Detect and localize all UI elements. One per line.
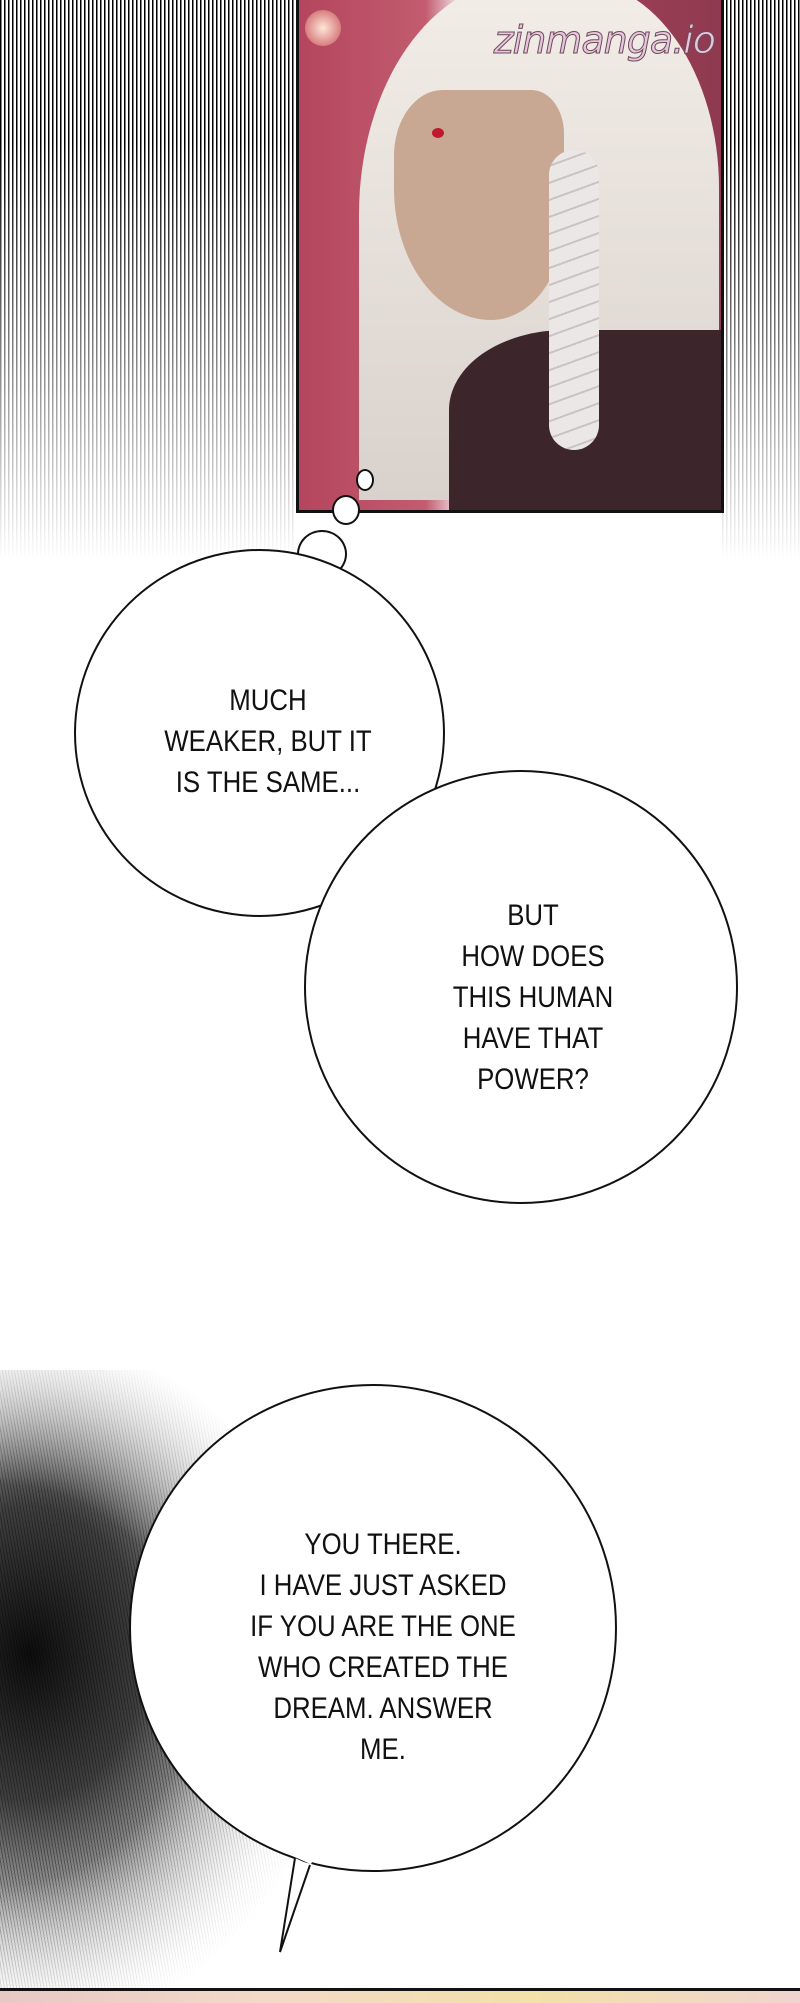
next-panel-edge (0, 1988, 800, 2003)
speech-bubble-3-tail (279, 1857, 311, 1953)
text-line: MUCH (229, 684, 307, 717)
bubble-1-text: MUCH WEAKER, BUT IT IS THE SAME... (139, 680, 397, 803)
speed-lines-right (722, 0, 800, 560)
thought-bubble-2 (304, 770, 738, 1204)
light-glow (305, 10, 341, 46)
text-line: POWER? (477, 1063, 589, 1096)
character-braid (549, 150, 599, 450)
thought-dot-medium (332, 495, 360, 525)
bubble-2-text: BUT HOW DOES THIS HUMAN HAVE THAT POWER? (404, 895, 662, 1100)
thought-dot-small (356, 469, 374, 491)
speech-bubble-3-body (129, 1384, 617, 1872)
text-line: DREAM. ANSWER (273, 1692, 493, 1725)
text-line: BUT (507, 899, 559, 932)
text-line: ME. (360, 1733, 406, 1766)
text-line: THIS HUMAN (452, 981, 614, 1014)
speed-lines-left (0, 0, 296, 560)
text-line: WEAKER, BUT IT (164, 725, 372, 758)
text-line: WHO CREATED THE (258, 1651, 508, 1684)
bubble-3-text: YOU THERE. I HAVE JUST ASKED IF YOU ARE … (233, 1524, 534, 1770)
speech-bubble-3 (129, 1384, 617, 1953)
watermark: zinmanga.io (493, 18, 716, 63)
text-line: I HAVE JUST ASKED (259, 1569, 507, 1602)
text-line: YOU THERE. (304, 1528, 462, 1561)
text-line: IF YOU ARE THE ONE (250, 1610, 516, 1643)
text-line: IS THE SAME... (175, 766, 361, 799)
character-panel: zinmanga.io (296, 0, 724, 513)
text-line: HAVE THAT (462, 1022, 604, 1055)
text-line: HOW DOES (461, 940, 605, 973)
character-eye (432, 128, 444, 138)
character-face (394, 90, 564, 320)
